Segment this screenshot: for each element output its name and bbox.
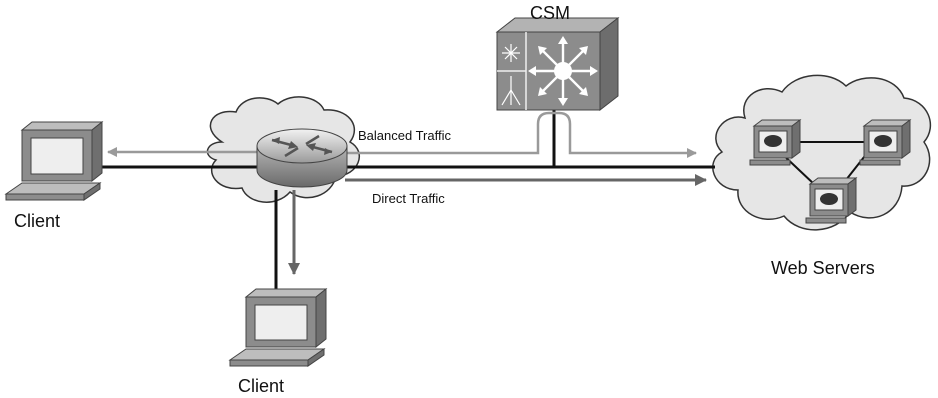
server-farm-cloud [712,74,932,231]
workstation-icon [4,120,104,201]
client-bottom-label: Client [238,376,284,396]
server-icon [805,177,858,224]
direct-traffic-label: Direct Traffic [372,191,445,206]
router-icon [256,128,348,188]
client-bottom-workstation [228,287,328,367]
web-servers-label: Web Servers [771,258,875,278]
web-server-2 [859,119,912,166]
server-icon [749,119,802,166]
balanced-traffic-label: Balanced Traffic [358,128,451,143]
web-server-1 [749,119,802,166]
cloud-icon [712,74,932,231]
client-left-workstation [4,120,104,201]
balanced-traffic-path [107,111,697,158]
balanced-path-into-csm [345,111,697,158]
csm-label: CSM [530,3,570,23]
workstation-icon [228,287,328,367]
web-server-3 [805,177,858,224]
client-left-label: Client [14,211,60,231]
switch-module-icon [495,16,620,112]
server-icon [859,119,912,166]
direct-traffic-path [288,174,707,275]
links [100,108,869,290]
